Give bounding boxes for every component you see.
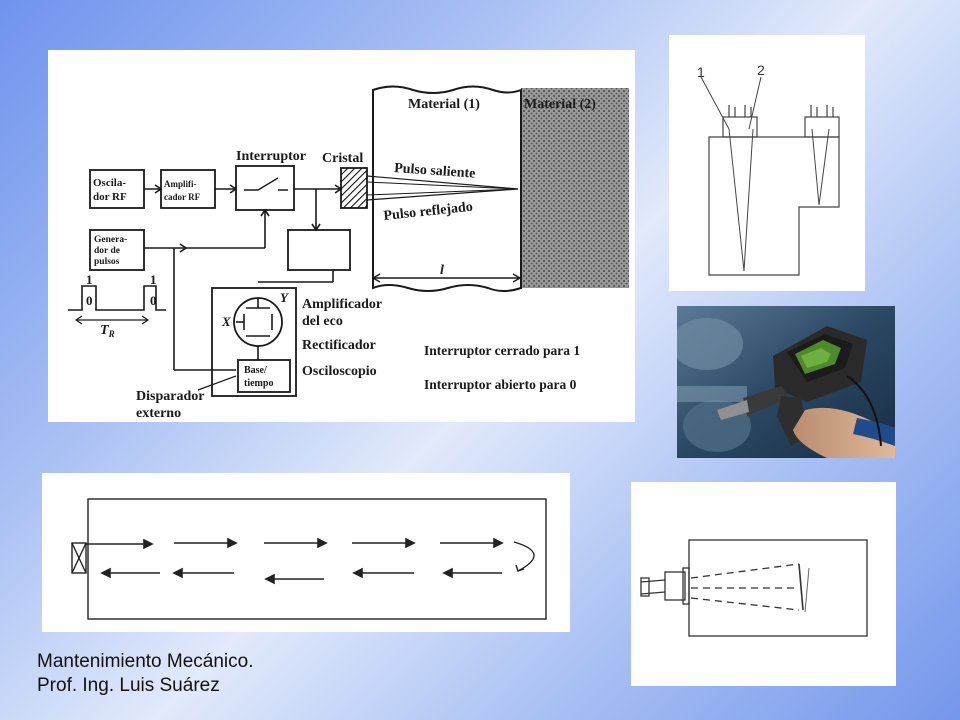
gen-label-1: Genera-: [94, 235, 127, 245]
footer-author: Prof. Ing. Luis Suárez: [37, 675, 220, 696]
period-sub: R: [108, 329, 115, 339]
footer: Mantenimiento Mecánico. Prof. Ing. Luis …: [37, 650, 254, 698]
material-2-label: Material (2): [524, 97, 596, 112]
cristal-label: Cristal: [322, 151, 363, 166]
transducer: [71, 542, 87, 574]
disparador-label: Disparador: [136, 389, 204, 404]
sleeve: [853, 418, 895, 446]
pulse-zero-a: 0: [86, 293, 93, 308]
sketch-label-1: 1: [697, 64, 705, 80]
crystal: [340, 167, 368, 209]
forward-arrows: [86, 537, 504, 550]
probe-right: [804, 116, 840, 138]
externo-label: externo: [136, 406, 181, 421]
axis-x-label: X: [221, 314, 231, 329]
probe-head: [664, 571, 686, 601]
pulse-zero-b: 0: [150, 293, 157, 308]
footer-course: Mantenimiento Mecánico.: [37, 651, 254, 672]
block-diagram-drawing: Oscila- dor RF Amplifi- cador RF Genera-…: [68, 85, 629, 421]
thickness-label: l: [440, 263, 444, 278]
time-base-box: [237, 359, 291, 393]
probe-left: [722, 116, 758, 138]
flaw-detector-photo: [677, 306, 895, 458]
legend-open: Interruptor abierto para 0: [424, 377, 577, 392]
period-t: T: [100, 323, 110, 338]
probe-beam-drawing: [640, 539, 868, 637]
period-label: TR: [100, 323, 115, 339]
axis-y-label: Y: [280, 290, 289, 305]
material-1-region: [372, 85, 522, 292]
amp-label-1: Amplifi-: [164, 179, 197, 189]
oscilloscope-frame: [211, 287, 297, 397]
pulse-one-a: 1: [86, 272, 93, 287]
ultrasonic-block-diagram: Oscila- dor RF Amplifi- cador RF Genera-…: [48, 50, 635, 422]
bar-reflection-sketch: [42, 473, 570, 632]
bar-outline: [87, 498, 547, 620]
material-1-label: Material (1): [408, 97, 480, 112]
return-arrows: [100, 567, 502, 585]
rectificador-label: Rectificador: [302, 338, 376, 353]
osc-label-1: Oscila-: [93, 177, 126, 189]
step-block-drawing: 1 2: [697, 62, 840, 276]
step-block-sketch: 1 2: [669, 35, 865, 291]
gen-label-2: dor de: [94, 246, 120, 256]
del-eco-label: del eco: [302, 314, 343, 329]
legend-closed: Interruptor cerrado para 1: [424, 343, 580, 358]
step-block-outline: [708, 136, 840, 276]
base-label-1: Base/: [244, 365, 267, 376]
reflector: [798, 563, 804, 611]
interruptor-label: Interruptor: [236, 149, 306, 164]
osciloscopio-label: Osciloscopio: [302, 364, 377, 379]
sketch-label-2: 2: [757, 62, 765, 78]
probe-beam-sketch: [631, 482, 896, 686]
reflection-curve: [513, 541, 535, 572]
amp-label-2: cador RF: [164, 192, 201, 202]
amplificador-label: Amplificador: [302, 297, 382, 312]
gen-label-3: pulsos: [94, 257, 120, 267]
base-label-2: tiempo: [244, 378, 273, 389]
flaw-detector-drawing: [677, 306, 895, 458]
amplifier-rf-box: [160, 169, 216, 209]
bar-reflection-drawing: [71, 498, 547, 620]
material-2-region: [521, 88, 629, 288]
pulse-one-b: 1: [150, 272, 157, 287]
pulse-generator-box: [89, 229, 145, 271]
interruptor-box: [235, 165, 295, 211]
hand: [793, 407, 895, 458]
pulso-saliente-label: Pulso saliente: [394, 161, 476, 182]
echo-amplifier-box: [287, 229, 351, 271]
osc-label-2: dor RF: [93, 191, 127, 203]
